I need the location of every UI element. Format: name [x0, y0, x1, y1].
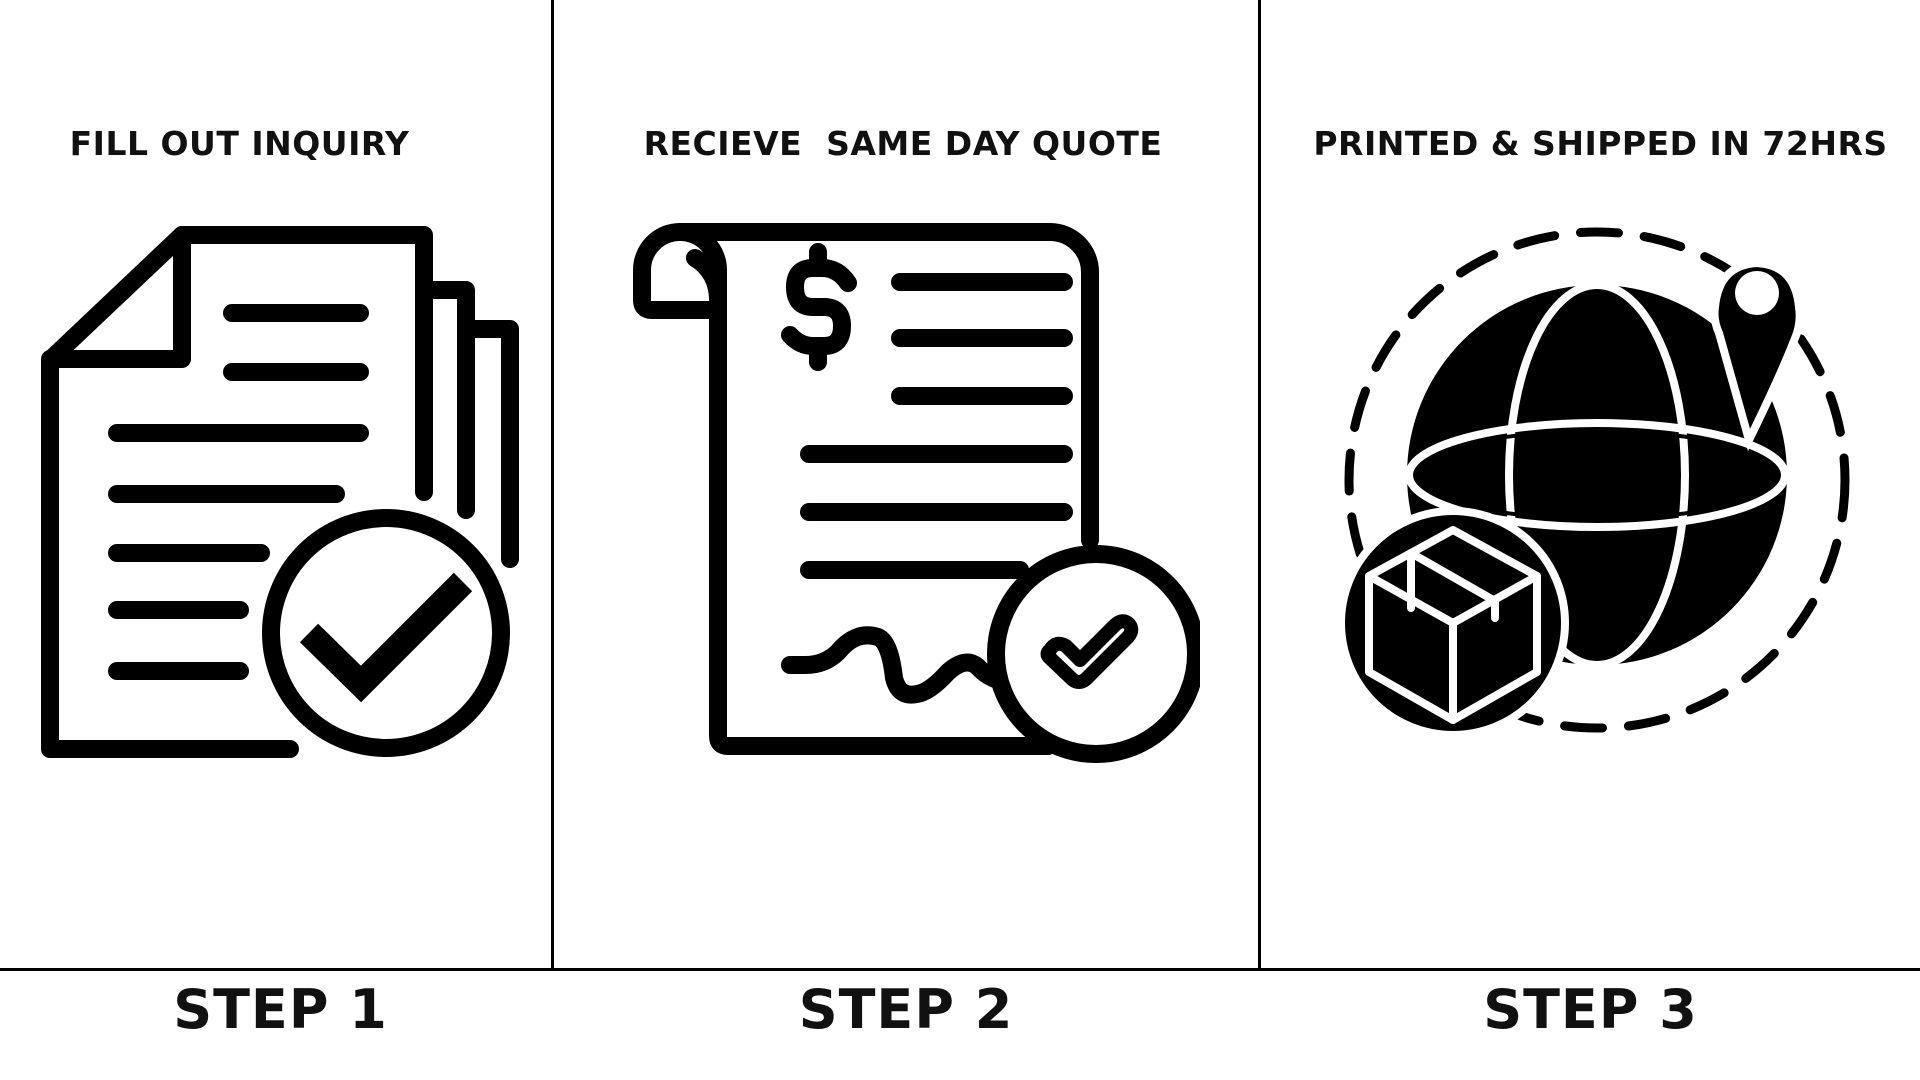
step-3-label: STEP 3 [1483, 978, 1698, 1041]
divider-1 [551, 0, 554, 971]
location-pin-icon [1710, 258, 1804, 452]
step-1-caption: FILL OUT INQUIRY [69, 124, 410, 163]
step-2-panel: RECIEVE SAME DAY QUOTE [554, 0, 1258, 1041]
step-1-panel: FILL OUT INQUIRY [0, 0, 551, 1041]
step-3-panel: PRINTED & SHIPPED IN 72HRS [1261, 0, 1920, 1041]
document-checkmark-icon [41, 226, 519, 758]
step-2-caption: RECIEVE SAME DAY QUOTE [643, 124, 1163, 163]
step-2-label: STEP 2 [798, 978, 1014, 1041]
step-1-label: STEP 1 [173, 978, 388, 1041]
invoice-approved-icon [633, 223, 1200, 763]
divider-2 [1258, 0, 1261, 971]
step-3-caption: PRINTED & SHIPPED IN 72HRS [1313, 124, 1888, 163]
baseline-divider [0, 968, 1920, 971]
global-shipping-icon [1337, 227, 1850, 735]
